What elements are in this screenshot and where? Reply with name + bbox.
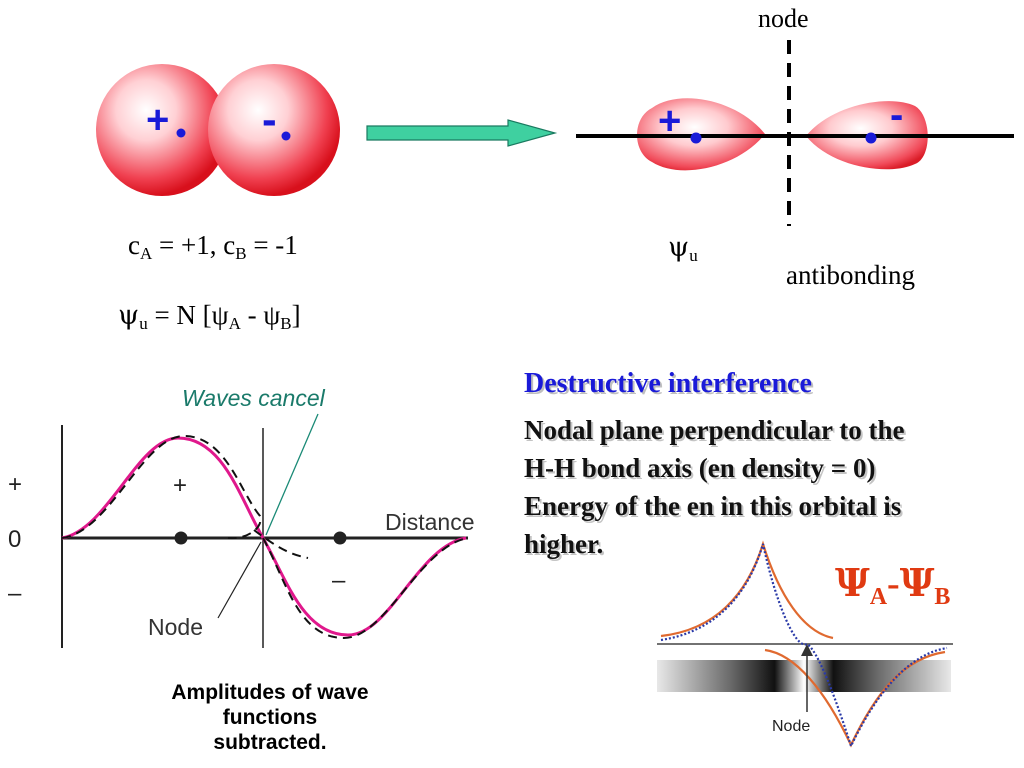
- wave-curve-dashed: [61, 434, 469, 640]
- desc-line-4: higher.: [524, 529, 604, 559]
- waves-cancel-leader: [265, 413, 319, 536]
- wavefn-sub-a: A: [228, 314, 241, 333]
- psi-subscript: u: [139, 314, 148, 333]
- psi-symbol: ψ: [118, 300, 140, 331]
- psi-b-subscript: B: [934, 584, 951, 610]
- desc-line-2: H-H bond axis (en density = 0): [524, 453, 876, 483]
- graph-caption: Amplitudes of wave functions subtracted.: [120, 680, 420, 755]
- axis-zero-label: 0: [8, 526, 22, 553]
- desc-line-1: Nodal plane perpendicular to the: [524, 415, 905, 445]
- description-body: Nodal plane perpendicular to the H-H bon…: [524, 411, 1024, 563]
- wavefn-part1: = N [ψ: [147, 300, 229, 330]
- psi-u-symbol: ψ: [668, 232, 690, 263]
- psi-b-symbol: Ψ: [899, 560, 935, 605]
- orbital-b-sign: -: [262, 95, 277, 144]
- coef-a-value: = +1, c: [152, 230, 236, 260]
- orbital-a-sphere: [96, 64, 228, 196]
- axis-minus-label: –: [8, 580, 22, 607]
- psi-a-subscript: A: [869, 584, 888, 610]
- psi-u-subscript: u: [689, 246, 698, 265]
- lobe-right-sign: -: [890, 93, 904, 137]
- psi-a-symbol: Ψ: [835, 560, 870, 605]
- psi-minus: -: [887, 563, 900, 605]
- wavefn-minus: - ψ: [240, 300, 281, 330]
- wavefn-sub-b: B: [280, 314, 292, 333]
- distance-label: Distance: [385, 509, 475, 535]
- desc-line-3: Energy of the en in this orbital is: [524, 491, 902, 521]
- graph-node-label: Node: [148, 614, 203, 640]
- nucleus-b-dot: [281, 131, 291, 141]
- coefficients-equation: cA = +1, cB = -1: [128, 230, 298, 264]
- nucleus-right-dot: [865, 132, 877, 144]
- wavefn-end: ]: [291, 300, 301, 330]
- node-leader: [217, 541, 262, 619]
- lobe-minus-label: –: [332, 567, 346, 594]
- orbital-a-sign: +: [146, 98, 170, 142]
- axis-plus-label: +: [8, 471, 23, 498]
- graph-nucleus-b: [333, 531, 347, 545]
- caption-line-2: functions: [222, 706, 318, 729]
- psi-difference-label: ΨA-ΨB: [835, 560, 950, 611]
- coef-b-value: = -1: [246, 230, 298, 260]
- node-arrow-head: [801, 644, 813, 656]
- nucleus-left-dot: [690, 132, 702, 144]
- graph-nucleus-a: [174, 531, 188, 545]
- nucleus-a-dot: [176, 128, 186, 138]
- electron-density-figure: [657, 540, 953, 749]
- antibonding-orbital-diagram: [576, 40, 1014, 226]
- orbital-b-sphere: [208, 64, 340, 196]
- coef-b-subscript: B: [235, 244, 247, 263]
- destructive-interference-heading: Destructive interference: [524, 368, 812, 399]
- density-node-label: Node: [772, 718, 811, 735]
- coef-c-symbol: c: [128, 230, 140, 260]
- wave-cancel-graph: [61, 413, 469, 648]
- antibonding-label: antibonding: [786, 260, 915, 290]
- orbital-a-curve: [660, 540, 834, 640]
- psi-u-label: ψu: [668, 232, 698, 266]
- node-label-top: node: [758, 4, 809, 33]
- transform-arrow: [366, 119, 558, 147]
- density-bar: [657, 660, 951, 692]
- atomic-orbitals-diagram: [96, 64, 340, 196]
- caption-line-3: subtracted.: [213, 731, 327, 754]
- coef-a-subscript: A: [139, 244, 153, 263]
- caption-line-1: Amplitudes of wave: [171, 681, 369, 704]
- lobe-left-sign: +: [658, 99, 682, 143]
- waves-cancel-label: Waves cancel: [182, 385, 325, 411]
- lobe-plus-label: +: [173, 472, 188, 499]
- wavefunction-equation: ψu = N [ψA - ψB]: [118, 300, 301, 334]
